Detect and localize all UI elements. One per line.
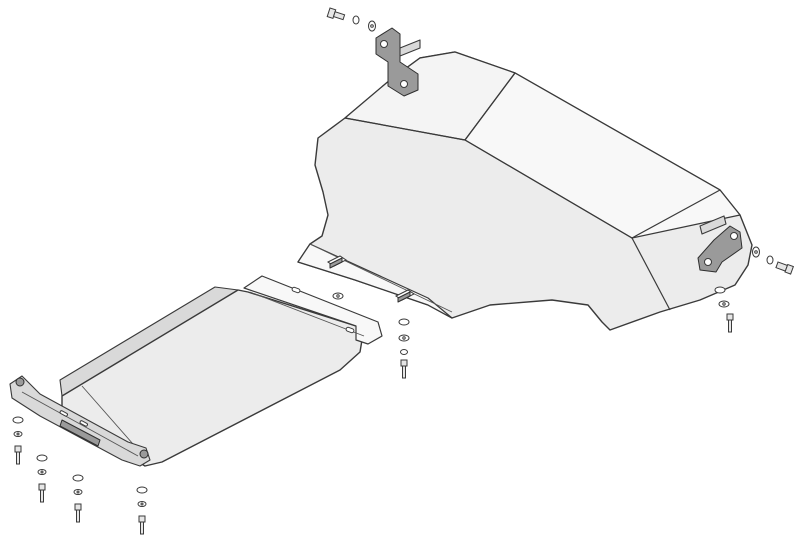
bottom-fastener-column-2	[36, 454, 48, 503]
bottom-fastener-column-3	[72, 474, 84, 523]
main-plate-fold-2	[464, 72, 516, 141]
right-mounting-bracket	[697, 215, 795, 275]
main-plate-fold-3	[464, 139, 633, 239]
bottom-fastener-column-4	[136, 486, 148, 535]
main-skid-plate	[297, 51, 753, 331]
front-plate-slot-1	[291, 286, 301, 294]
center-bolt	[400, 359, 408, 379]
bottom-fastener-column-1	[12, 416, 24, 465]
front-skid-plate	[59, 275, 383, 467]
right-bolt-assembly	[752, 246, 795, 275]
main-plate-fold-1	[344, 117, 466, 141]
top-mounting-bracket	[326, 7, 421, 97]
front-plate-slot-2	[345, 326, 355, 334]
main-plate-fold-5	[631, 237, 671, 311]
main-plate-fold-4	[631, 189, 721, 239]
front-plate-rear-strip	[243, 275, 383, 345]
top-bolt-assembly	[326, 7, 376, 32]
right-bolt	[726, 313, 734, 333]
center-fastener-stack	[332, 292, 410, 379]
right-fastener-stack	[714, 286, 734, 333]
front-cross-bracket	[9, 375, 151, 467]
